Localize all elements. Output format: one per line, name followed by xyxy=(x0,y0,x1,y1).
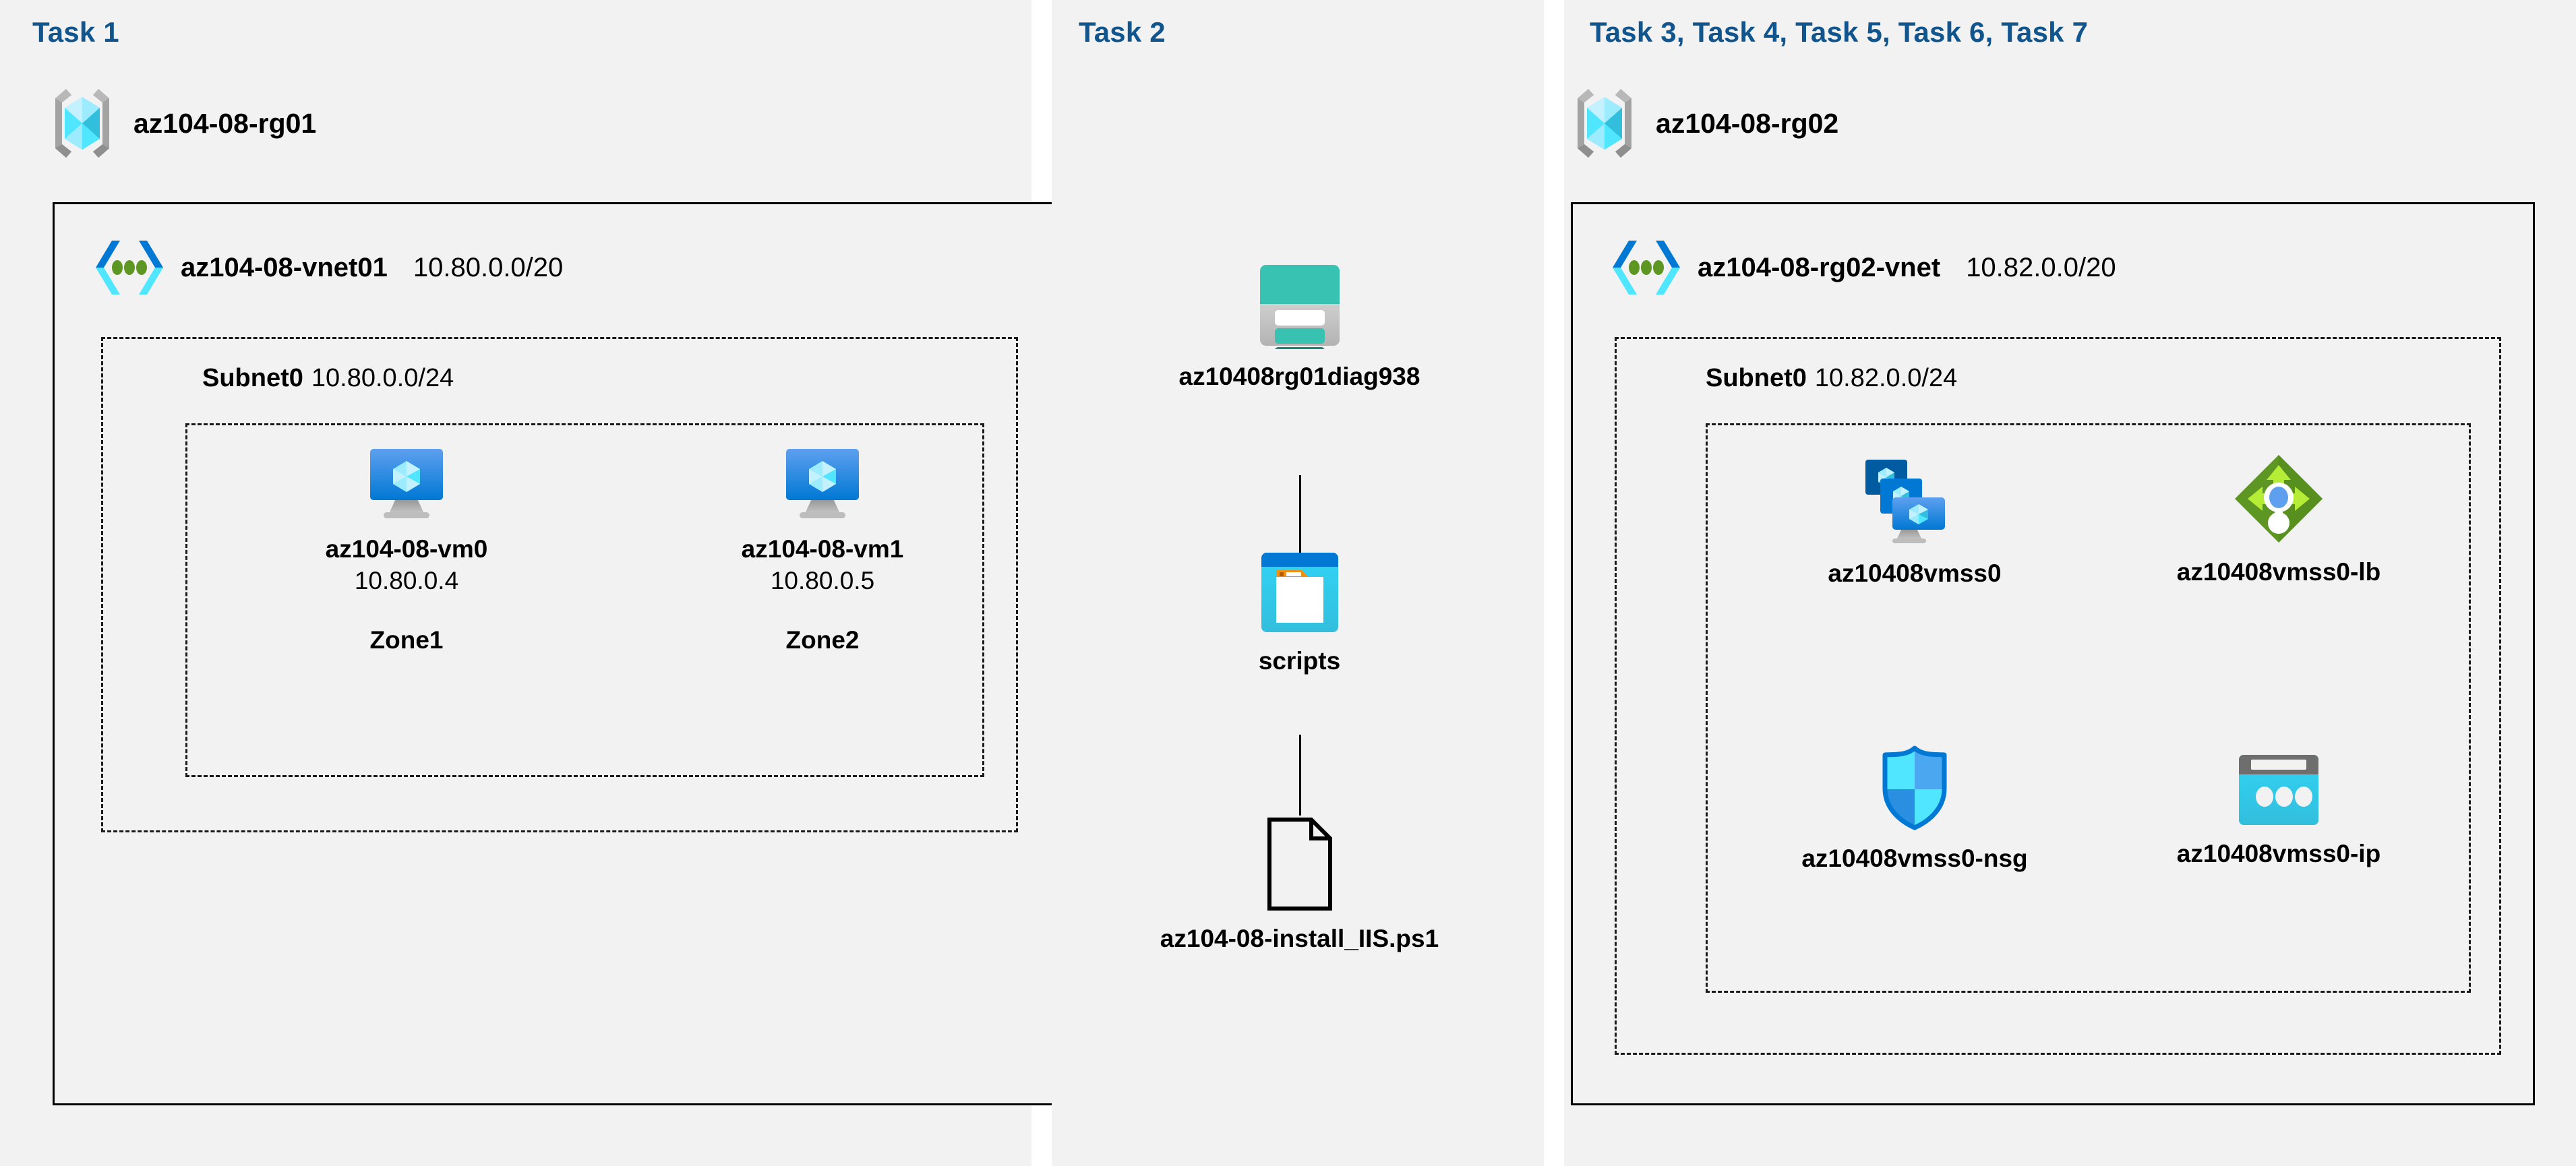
vm1-name: az104-08-vm1 xyxy=(741,535,904,563)
task-label-2: Task 2 xyxy=(1079,16,1166,48)
subnet0-vnet02-cidr: 10.82.0.0/24 xyxy=(1814,364,1958,392)
virtual-machine-vm1[interactable]: az104-08-vm1 10.80.0.5 Zone2 xyxy=(742,446,903,654)
connector-container-to-file xyxy=(1299,735,1301,816)
virtual-machine-vm0[interactable]: az104-08-vm0 10.80.0.4 Zone1 xyxy=(326,446,487,654)
blob-container-name: scripts xyxy=(1258,647,1341,675)
load-balancer-node[interactable]: az10408vmss0-lb xyxy=(2144,453,2414,587)
network-security-group-node[interactable]: az10408vmss0-nsg xyxy=(1787,745,2043,873)
vm-scale-set-name: az10408vmss0 xyxy=(1828,559,2002,587)
vm-group-boundary xyxy=(185,423,984,777)
storage-account-node[interactable]: az10408rg01diag938 xyxy=(1106,262,1493,392)
vm0-ip: 10.80.0.4 xyxy=(354,567,459,595)
public-ip-node[interactable]: az10408vmss0-ip xyxy=(2144,754,2414,869)
vmss-group-boundary xyxy=(1706,423,2471,993)
virtual-network-icon xyxy=(1611,239,1681,296)
vm1-zone: Zone2 xyxy=(785,626,860,654)
storage-account-icon xyxy=(1256,262,1344,363)
task-label-3-7: Task 3, Task 4, Task 5, Task 6, Task 7 xyxy=(1590,16,2089,48)
blob-container-node[interactable]: scripts xyxy=(1106,551,1493,676)
task-label-1: Task 1 xyxy=(32,16,119,48)
resource-group-icon xyxy=(49,86,116,160)
vm0-name: az104-08-vm0 xyxy=(325,535,488,563)
blob-container-icon xyxy=(1259,551,1341,634)
script-file-name: az104-08-install_IIS.ps1 xyxy=(1160,925,1439,952)
vm0-zone: Zone1 xyxy=(369,626,444,654)
connector-storage-to-container xyxy=(1299,475,1301,553)
load-balancer-name: az10408vmss0-lb xyxy=(2176,558,2381,586)
load-balancer-icon xyxy=(2233,453,2325,545)
file-icon xyxy=(1261,817,1338,911)
subnet0-vnet02-boundary xyxy=(1615,337,2501,1055)
vm-scale-set-node[interactable]: az10408vmss0 xyxy=(1787,458,2043,588)
storage-account-name: az10408rg01diag938 xyxy=(1178,363,1420,390)
resource-group-rg01[interactable]: az104-08-rg01 xyxy=(49,86,316,160)
vnet01-name: az104-08-vnet01 xyxy=(181,252,388,282)
virtual-machine-icon xyxy=(782,446,863,522)
subnet0-vnet01-boundary xyxy=(101,337,1018,832)
resource-group-rg02[interactable]: az104-08-rg02 xyxy=(1571,86,1838,160)
network-security-group-name: az10408vmss0-nsg xyxy=(1801,845,2028,872)
script-file-node[interactable]: az104-08-install_IIS.ps1 xyxy=(1106,817,1493,954)
vnet02-boundary xyxy=(1571,202,2535,1105)
vnet01-cidr: 10.80.0.0/20 xyxy=(413,252,564,282)
resource-group-rg02-label: az104-08-rg02 xyxy=(1656,107,1839,139)
virtual-network-icon xyxy=(94,239,164,296)
subnet0-vnet02-name: Subnet0 xyxy=(1706,364,1807,392)
public-ip-name: az10408vmss0-ip xyxy=(2176,840,2381,867)
resource-group-icon xyxy=(1571,86,1638,160)
resource-group-rg01-label: az104-08-rg01 xyxy=(133,107,317,139)
subnet0-vnet01-label: Subnet0 10.80.0.0/24 xyxy=(202,364,454,393)
subnet0-vnet01-cidr: 10.80.0.0/24 xyxy=(311,364,454,392)
public-ip-address-icon xyxy=(2235,754,2323,826)
subnet0-vnet01-name: Subnet0 xyxy=(202,364,303,392)
vnet01-header[interactable]: az104-08-vnet01 10.80.0.0/20 xyxy=(94,239,563,296)
vm1-ip: 10.80.0.5 xyxy=(770,567,875,595)
network-security-group-icon xyxy=(1877,745,1952,831)
vnet02-cidr: 10.82.0.0/20 xyxy=(1966,252,2116,282)
vnet02-header[interactable]: az104-08-rg02-vnet 10.82.0.0/20 xyxy=(1611,239,2116,296)
vm-scale-set-icon xyxy=(1864,458,1965,546)
vnet02-name: az104-08-rg02-vnet xyxy=(1698,252,1941,282)
virtual-machine-icon xyxy=(366,446,447,522)
